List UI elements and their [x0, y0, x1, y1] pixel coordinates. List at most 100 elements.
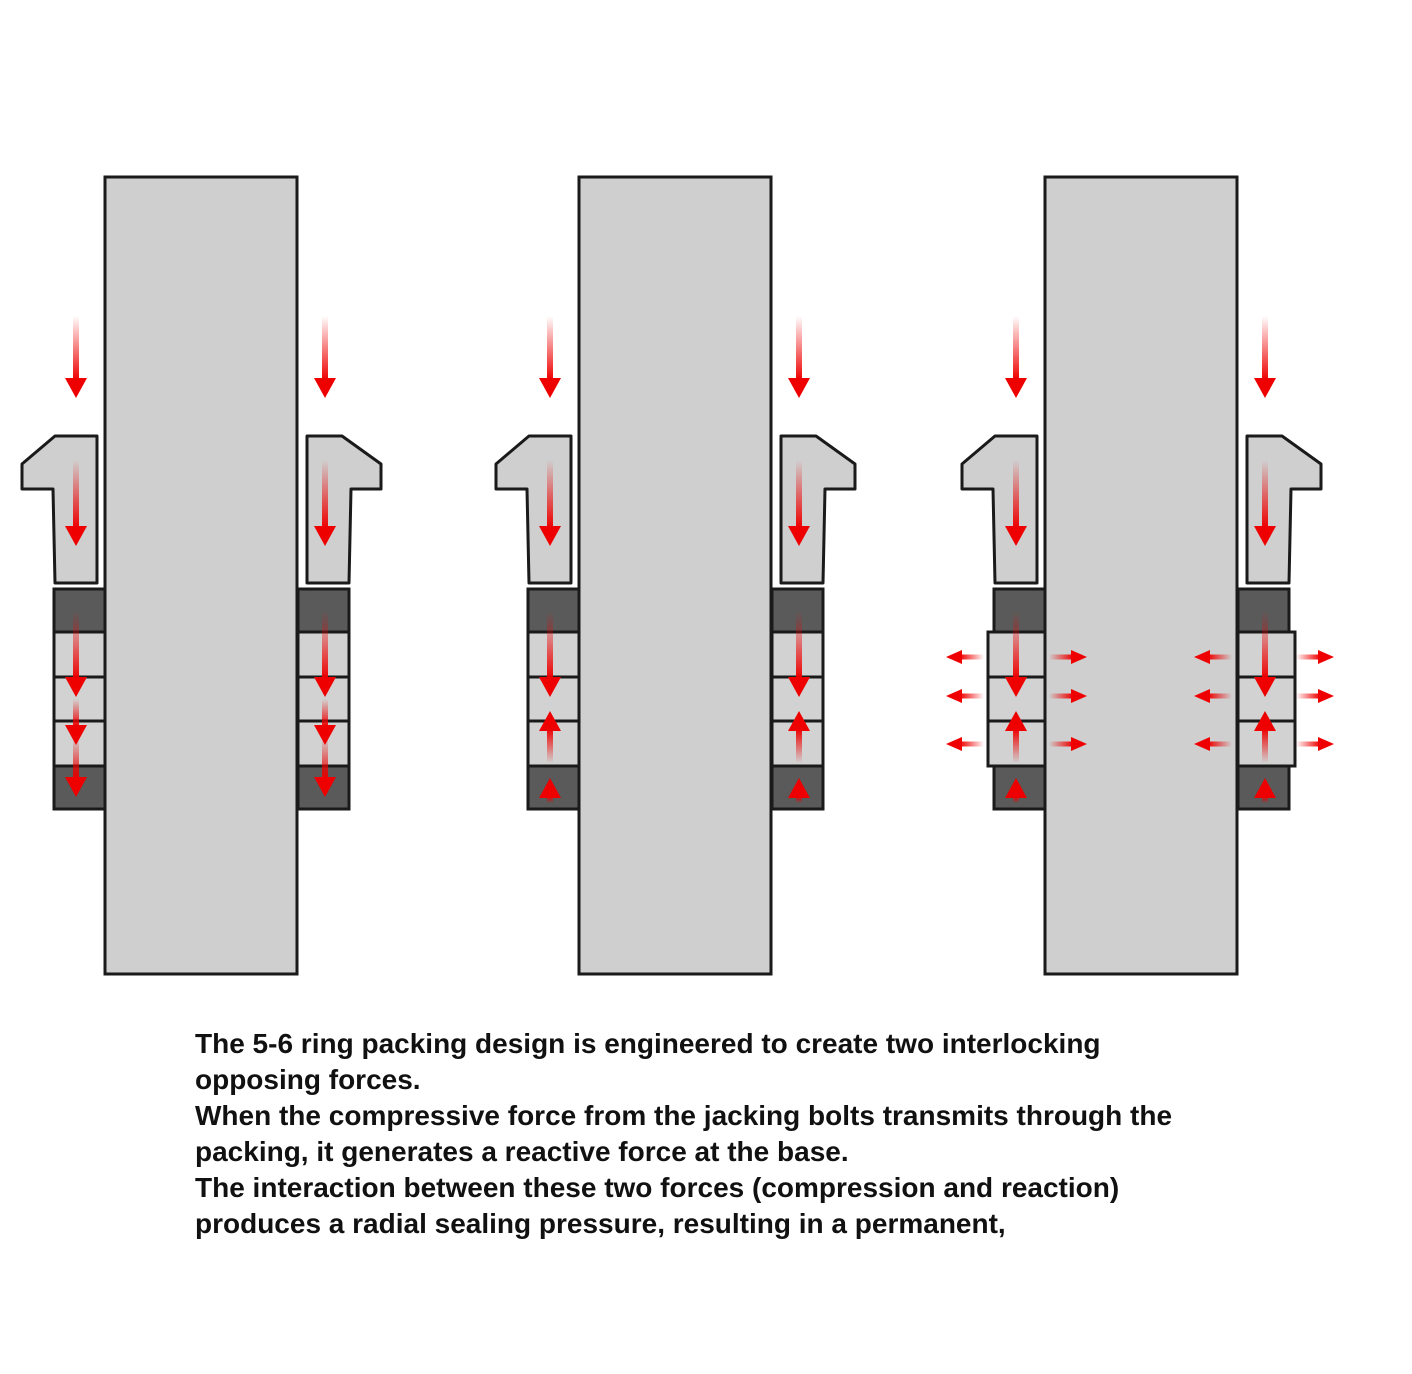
arrow-base-up-right-shaft [1262, 796, 1268, 803]
end-ring-top [52, 587, 107, 634]
arrow-radial-right-in-2 [1296, 689, 1334, 703]
arrow-radial-left-out-3-head [946, 737, 962, 751]
arrow-gland-right-head [1254, 526, 1276, 546]
arrow-gland-right-head [314, 526, 336, 546]
arrow-gland-left [1005, 460, 1027, 546]
arrow-radial-left-in-3 [1049, 737, 1087, 751]
shaft [1043, 175, 1239, 976]
arrow-radial-right-in-3 [1296, 737, 1334, 751]
arrow-reaction-right [1254, 711, 1276, 763]
arrow-gland-right [788, 460, 810, 546]
gland-right [305, 434, 383, 585]
arrow-ring-down-left [65, 699, 87, 745]
arrow-base-up-left-head [539, 778, 561, 798]
arrow-radial-left-in-3-shaft [1049, 741, 1073, 747]
arrow-base-up-right-head [1254, 778, 1276, 798]
arrow-jacking-left [539, 316, 561, 398]
arrow-radial-right-out-1-head [1194, 650, 1210, 664]
arrow-gland-left-head [539, 526, 561, 546]
arrow-compression-right-shaft [1262, 611, 1268, 679]
arrow-jacking-right [314, 316, 336, 398]
arrow-base-down-right [314, 737, 336, 797]
arrow-compression-left-head [539, 677, 561, 697]
arrow-jacking-left-shaft [73, 316, 79, 380]
arrow-base-down-right-shaft [322, 737, 328, 779]
arrow-radial-right-out-2-head [1194, 689, 1210, 703]
arrow-base-up-left-shaft [547, 796, 553, 803]
arrow-jacking-right-head [314, 378, 336, 398]
arrow-jacking-left-head [539, 378, 561, 398]
arrow-radial-right-in-2-shaft [1296, 693, 1320, 699]
arrow-jacking-right-shaft [322, 316, 328, 380]
arrow-reaction-left-head [539, 711, 561, 731]
caption-line-2: When the compressive force from the jack… [195, 1100, 1173, 1167]
shaft [577, 175, 773, 976]
arrow-gland-left [539, 460, 561, 546]
arrow-compression-right [314, 611, 336, 697]
arrow-compression-right [788, 611, 810, 697]
arrow-base-down-left-shaft [73, 737, 79, 779]
packing-ring-1 [526, 630, 581, 679]
arrow-gland-right-head [788, 526, 810, 546]
end-ring-top [526, 587, 581, 634]
arrow-reaction-left-shaft [1013, 729, 1019, 763]
diagram-panel-1 [20, 175, 383, 976]
arrow-radial-right-out-2 [1194, 689, 1232, 703]
arrow-gland-right [1254, 460, 1276, 546]
arrow-compression-left [1005, 611, 1027, 697]
arrow-radial-left-in-3-head [1071, 737, 1087, 751]
arrow-radial-right-in-2-head [1318, 689, 1334, 703]
arrow-reaction-right [788, 711, 810, 763]
arrow-jacking-left [1005, 316, 1027, 398]
arrow-radial-right-out-2-shaft [1208, 693, 1232, 699]
arrow-compression-right-head [788, 677, 810, 697]
arrow-compression-right-shaft [322, 611, 328, 679]
arrow-base-down-left [65, 737, 87, 797]
arrow-reaction-right-shaft [1262, 729, 1268, 763]
arrow-reaction-left [1005, 711, 1027, 763]
arrow-gland-left-shaft [1013, 460, 1019, 528]
arrow-radial-left-out-2-shaft [960, 693, 984, 699]
end-ring-bottom [992, 764, 1047, 811]
arrow-gland-right-shaft [796, 460, 802, 528]
arrow-gland-right-shaft [1262, 460, 1268, 528]
arrow-compression-left [65, 611, 87, 697]
arrow-radial-left-in-1-head [1071, 650, 1087, 664]
arrow-radial-left-out-2 [946, 689, 984, 703]
caption-line-3: The interaction between these two forces… [195, 1172, 1120, 1239]
end-ring-top [992, 587, 1047, 634]
arrow-reaction-right-shaft [796, 729, 802, 763]
arrow-radial-left-in-2 [1049, 689, 1087, 703]
arrow-radial-right-in-3-head [1318, 737, 1334, 751]
arrow-reaction-left-head [1005, 711, 1027, 731]
arrow-gland-left-head [1005, 526, 1027, 546]
arrow-compression-left-shaft [1013, 611, 1019, 679]
arrow-radial-left-out-1-shaft [960, 654, 984, 660]
arrow-reaction-right-head [788, 711, 810, 731]
arrow-ring-down-left-head [65, 725, 87, 745]
arrow-radial-right-out-1 [1194, 650, 1232, 664]
arrow-gland-right-shaft [322, 460, 328, 528]
shaft [103, 175, 299, 976]
arrow-base-down-left-head [65, 777, 87, 797]
arrow-radial-left-out-1-head [946, 650, 962, 664]
arrow-compression-left-head [1005, 677, 1027, 697]
arrow-radial-right-out-1-shaft [1208, 654, 1232, 660]
arrow-base-up-right [788, 778, 810, 803]
gland-right [1245, 434, 1323, 585]
packing-ring-1 [52, 630, 107, 679]
arrow-compression-left-shaft [547, 611, 553, 679]
arrow-radial-right-in-1 [1296, 650, 1334, 664]
arrow-gland-left-shaft [547, 460, 553, 528]
diagram-panel-2 [494, 175, 857, 976]
arrow-radial-left-out-1 [946, 650, 984, 664]
arrow-compression-left-shaft [73, 611, 79, 679]
arrow-ring-down-right-shaft [322, 699, 328, 727]
arrow-reaction-right-head [1254, 711, 1276, 731]
arrow-base-up-left-shaft [1013, 796, 1019, 803]
arrow-gland-left [65, 460, 87, 546]
end-ring-bottom [52, 764, 107, 811]
arrow-ring-down-right [314, 699, 336, 745]
arrow-jacking-right-shaft [796, 316, 802, 380]
arrow-radial-right-in-1-shaft [1296, 654, 1320, 660]
